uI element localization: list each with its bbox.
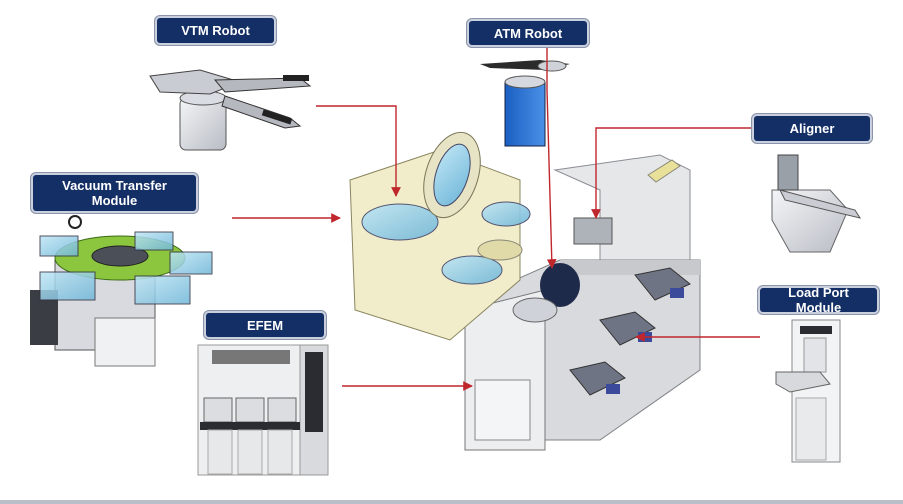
vtm-robot-label: VTM Robot (157, 18, 274, 43)
atm-robot-illustration (480, 60, 570, 147)
efem-illustration (197, 344, 329, 476)
bottom-rule (0, 500, 903, 504)
vacuum-transfer-module-label: Vacuum Transfer Module (33, 175, 196, 211)
vacuum-transfer-module-illustration (30, 215, 213, 367)
arrow-aligner (591, 127, 752, 219)
efem-label: EFEM (206, 313, 324, 337)
load-port-module-illustration (775, 319, 841, 463)
aligner-label: Aligner (754, 116, 870, 141)
central-tool-illustration (349, 131, 701, 451)
atm-robot-label: ATM Robot (469, 21, 587, 45)
load-port-module-label: Load Port Module (760, 285, 877, 315)
arrow-atm-robot (546, 48, 557, 269)
vtm-robot-illustration (149, 69, 312, 151)
callout-arrows (232, 48, 760, 391)
aligner-illustration (771, 154, 862, 253)
arrow-vtm-robot (316, 105, 401, 197)
